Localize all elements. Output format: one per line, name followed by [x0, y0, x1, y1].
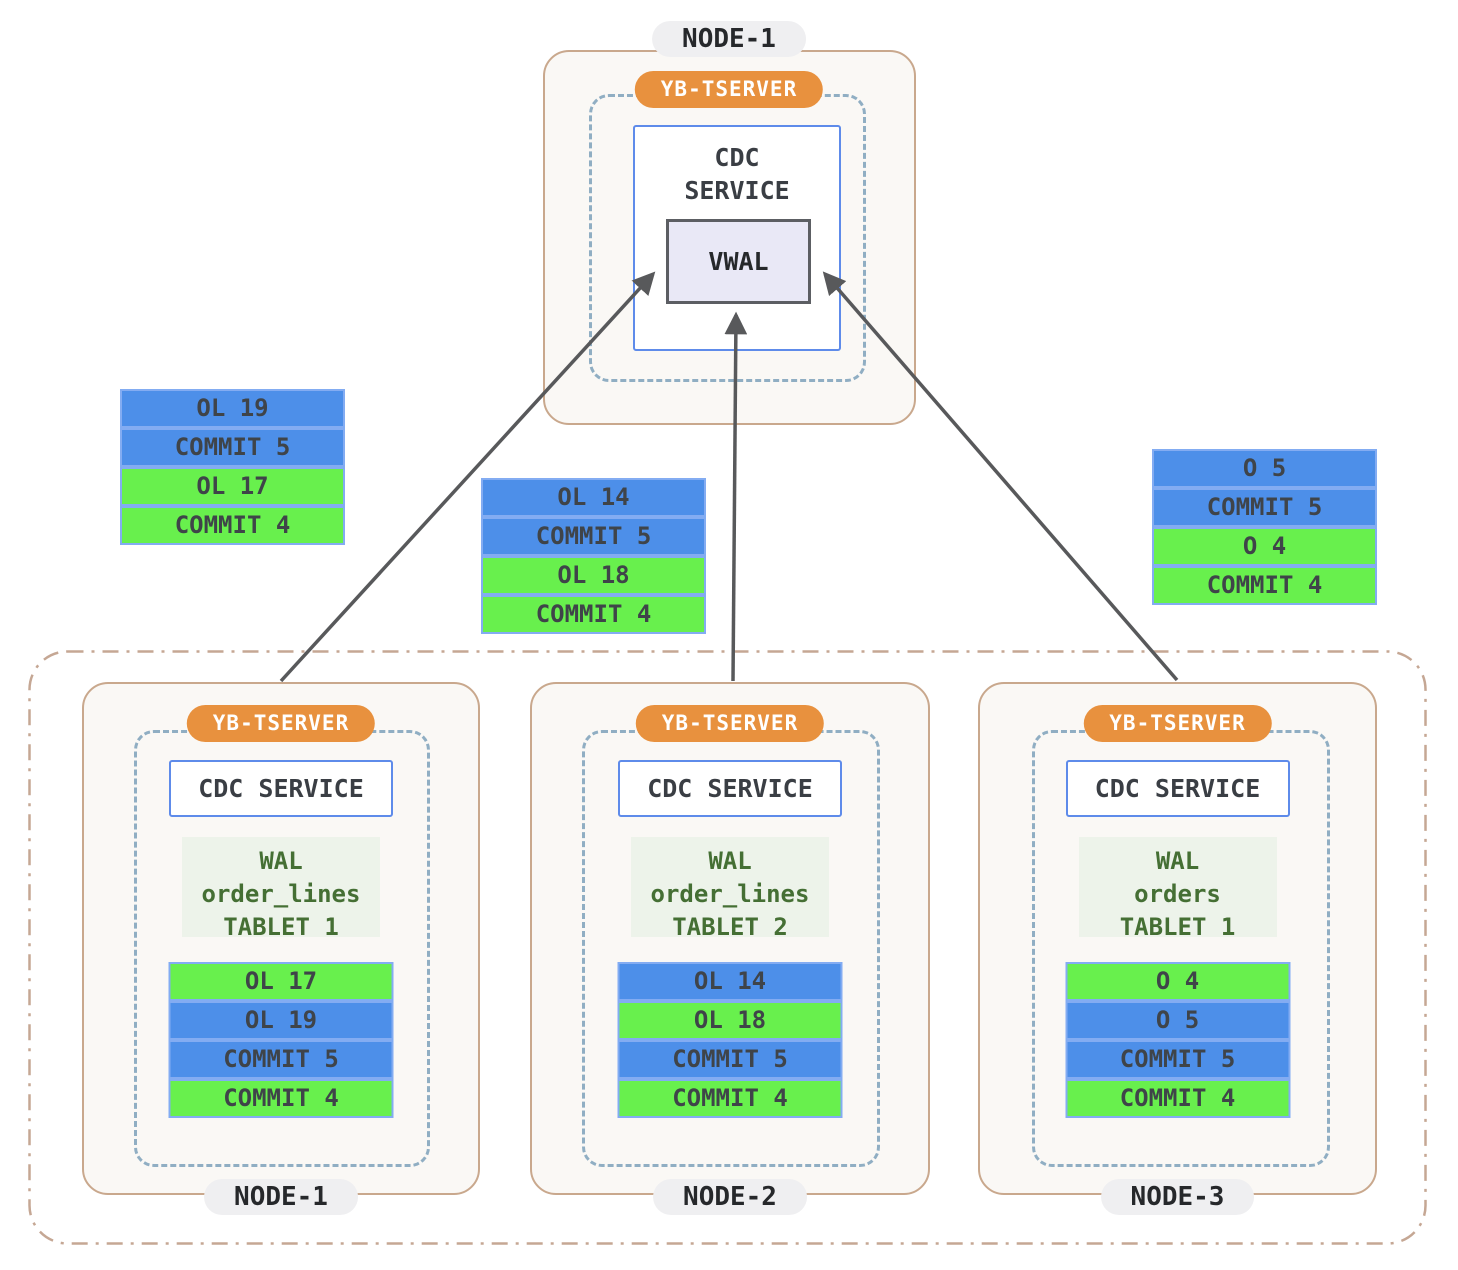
node1-wal-line-1: WAL [259, 847, 303, 875]
vwal-box: VWAL [666, 219, 811, 304]
node2-label: NODE-2 [653, 1179, 807, 1215]
wal-entry: COMMIT 5 [120, 428, 345, 467]
top-node-label: NODE-1 [652, 21, 806, 57]
wal-entry: COMMIT 5 [617, 1040, 843, 1079]
node3-wal-box: WAL orders TABLET 1 [1078, 837, 1277, 941]
wal-entry: OL 18 [617, 1001, 843, 1040]
node3-cdc-service-box: CDC SERVICE [1065, 760, 1290, 817]
wal-entry: OL 19 [120, 389, 345, 428]
node2-wal-box: WAL order_lines TABLET 2 [631, 837, 829, 941]
wal-entry: COMMIT 4 [120, 506, 345, 545]
wal-entry: COMMIT 4 [617, 1079, 843, 1118]
node1-wal-stack: OL 17 OL 19 COMMIT 5 COMMIT 4 [168, 962, 394, 1118]
node2-wal-line-3: TABLET 2 [672, 913, 788, 941]
node2-cdc-service-box: CDC SERVICE [618, 760, 842, 817]
wal-entry: COMMIT 5 [1065, 1040, 1290, 1079]
cluster-node-3-box: YB-TSERVER CDC SERVICE WAL orders TABLET… [978, 682, 1377, 1215]
node2-wal-line-2: order_lines [650, 880, 810, 908]
node1-label: NODE-1 [204, 1179, 358, 1215]
wal-entry: COMMIT 4 [1065, 1079, 1290, 1118]
wal-entry: COMMIT 4 [1152, 566, 1377, 605]
node3-wal-line-1: WAL [1155, 847, 1200, 875]
wal-entry: COMMIT 5 [481, 517, 706, 556]
wal-entry: OL 14 [617, 962, 843, 1001]
wal-entry: OL 17 [168, 962, 394, 1001]
node3-wal-line-2: orders [1134, 880, 1221, 908]
node2-wal-stack: OL 14 OL 18 COMMIT 5 COMMIT 4 [617, 962, 843, 1118]
node3-wal-line-3: TABLET 1 [1119, 913, 1236, 941]
wal-entry: O 4 [1065, 962, 1290, 1001]
floating-stack-middle: OL 14 COMMIT 5 OL 18 COMMIT 4 [481, 478, 706, 634]
node3-label: NODE-3 [1100, 1179, 1255, 1215]
floating-stack-left: OL 19 COMMIT 5 OL 17 COMMIT 4 [120, 389, 345, 545]
wal-entry: OL 19 [168, 1001, 394, 1040]
wal-entry: O 4 [1152, 527, 1377, 566]
top-cdc-line-2: SERVICE [684, 176, 790, 205]
wal-entry: COMMIT 4 [481, 595, 706, 634]
node1-wal-box: WAL order_lines TABLET 1 [182, 837, 380, 941]
wal-entry: OL 18 [481, 556, 706, 595]
wal-entry: O 5 [1152, 449, 1377, 488]
top-tserver-badge: YB-TSERVER [634, 71, 824, 108]
floating-stack-right: O 5 COMMIT 5 O 4 COMMIT 4 [1152, 449, 1377, 605]
node3-wal-stack: O 4 O 5 COMMIT 5 COMMIT 4 [1065, 962, 1290, 1118]
wal-entry: COMMIT 5 [168, 1040, 394, 1079]
node1-wal-line-2: order_lines [201, 880, 361, 908]
node3-tserver-badge: YB-TSERVER [1083, 705, 1272, 742]
wal-entry: OL 17 [120, 467, 345, 506]
node1-tserver-badge: YB-TSERVER [186, 705, 376, 742]
wal-entry: COMMIT 4 [168, 1079, 394, 1118]
wal-entry: O 5 [1065, 1001, 1290, 1040]
wal-entry: OL 14 [481, 478, 706, 517]
cluster-node-2-box: YB-TSERVER CDC SERVICE WAL order_lines T… [530, 682, 930, 1215]
node1-wal-line-3: TABLET 1 [223, 913, 339, 941]
top-cdc-line-1: CDC [714, 143, 760, 172]
cluster-node-1-box: YB-TSERVER CDC SERVICE WAL order_lines T… [82, 682, 480, 1215]
node1-cdc-service-box: CDC SERVICE [169, 760, 393, 817]
wal-entry: COMMIT 5 [1152, 488, 1377, 527]
node2-wal-line-1: WAL [708, 847, 752, 875]
node2-tserver-badge: YB-TSERVER [635, 705, 825, 742]
